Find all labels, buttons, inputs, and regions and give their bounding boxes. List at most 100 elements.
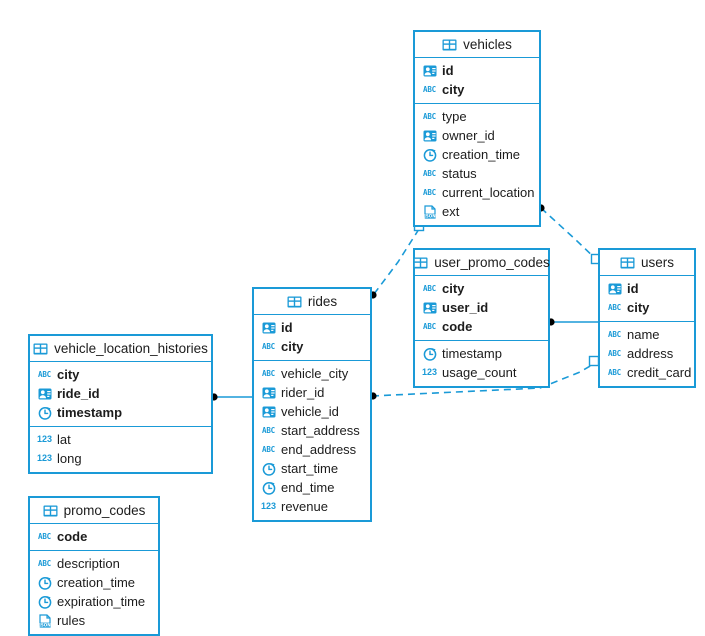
relationship-vehicle_location_histories-rides[interactable] — [210, 393, 252, 401]
column-name: end_address — [281, 442, 357, 457]
column-name: rider_id — [281, 385, 325, 400]
column-row[interactable]: creation_time — [30, 573, 158, 592]
column-row[interactable]: creation_time — [415, 145, 539, 164]
clock-icon — [422, 347, 437, 361]
table-icon — [442, 38, 457, 52]
relationship-user_promo_codes-users[interactable] — [547, 318, 598, 326]
abc-icon: ABC — [608, 329, 621, 339]
key-id-icon — [37, 387, 52, 401]
column-name: id — [281, 320, 293, 335]
table-icon — [620, 256, 635, 270]
column-row[interactable]: rider_id — [254, 383, 370, 402]
column-name: vehicle_city — [281, 366, 349, 381]
abc-icon: ABC — [423, 283, 436, 293]
table-title[interactable]: user_promo_codes — [413, 250, 550, 276]
key-id-icon — [422, 129, 437, 143]
abc-icon: ABC — [38, 558, 51, 568]
column-row[interactable]: owner_id — [415, 126, 539, 145]
column-name: description — [57, 556, 120, 571]
column-name: creation_time — [57, 575, 136, 590]
json-icon: JSON — [37, 613, 52, 628]
columns-section: ABC description creation_time expiration_ti… — [30, 550, 158, 634]
column-row[interactable]: timestamp — [415, 344, 548, 363]
abc-icon: ABC — [262, 425, 275, 435]
table-title[interactable]: rides — [254, 289, 370, 315]
123-icon: 123 — [36, 453, 53, 463]
column-name: credit_card — [627, 365, 692, 380]
column-name: city — [281, 339, 304, 354]
json-icon: JSON — [422, 204, 437, 219]
table-title[interactable]: vehicle_location_histories — [30, 336, 211, 362]
table-title[interactable]: promo_codes — [30, 498, 158, 524]
abc-icon: ABC — [38, 531, 51, 541]
table-title[interactable]: users — [600, 250, 694, 276]
abc-icon: ABC — [262, 368, 275, 378]
column-row[interactable]: expiration_time — [30, 592, 158, 611]
column-row[interactable]: ride_id — [30, 384, 211, 403]
column-name: address — [627, 346, 674, 361]
table-name: vehicle_location_histories — [54, 341, 208, 356]
column-name: end_time — [281, 480, 335, 495]
svg-text:JSON: JSON — [423, 213, 436, 218]
column-row[interactable]: timestamp — [30, 403, 211, 422]
column-row[interactable]: end_time — [254, 478, 370, 497]
table-name: user_promo_codes — [434, 255, 550, 270]
column-row[interactable]: 123 lat — [30, 430, 211, 449]
column-name: owner_id — [442, 128, 495, 143]
column-row[interactable]: vehicle_id — [254, 402, 370, 421]
table-icon — [287, 295, 302, 309]
column-name: id — [442, 63, 454, 78]
column-row[interactable]: id — [600, 279, 694, 298]
123-icon: 123 — [36, 434, 53, 444]
column-row[interactable]: ABC vehicle_city — [254, 364, 370, 383]
column-row[interactable]: id — [415, 61, 539, 80]
column-row[interactable]: id — [254, 318, 370, 337]
clock-icon — [37, 595, 52, 609]
column-name: code — [442, 319, 473, 334]
key-id-icon — [261, 405, 276, 419]
column-row[interactable]: ABC description — [30, 554, 158, 573]
table-icon — [43, 504, 58, 518]
column-name: timestamp — [442, 346, 502, 361]
column-name: ride_id — [57, 386, 100, 401]
column-row[interactable]: start_time — [254, 459, 370, 478]
column-row[interactable]: user_id — [415, 298, 548, 317]
column-name: lat — [57, 432, 71, 447]
clock-icon — [261, 462, 276, 476]
table-title[interactable]: vehicles — [415, 32, 539, 58]
